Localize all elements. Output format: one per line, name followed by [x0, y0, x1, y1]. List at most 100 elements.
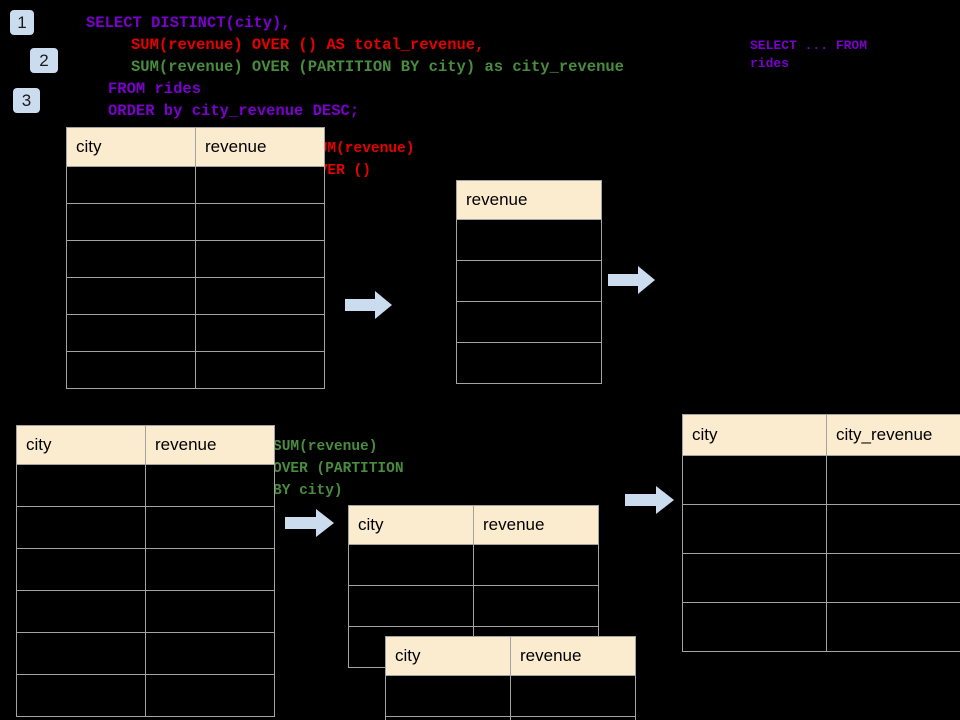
table-row	[16, 632, 275, 675]
column-header-city: city	[385, 636, 511, 676]
table-row	[682, 504, 960, 554]
cell-revenue	[195, 166, 325, 204]
cell-revenue	[145, 590, 275, 633]
column-header-city-revenue: city_revenue	[826, 414, 960, 456]
cell-city	[66, 240, 196, 278]
column-header-revenue: revenue	[510, 636, 636, 676]
column-header-city: city	[66, 127, 196, 167]
table-header-row: city revenue	[385, 636, 636, 676]
table-row	[16, 464, 275, 507]
cell-city	[66, 314, 196, 352]
cell-revenue	[473, 585, 599, 627]
table-row	[66, 166, 325, 204]
column-header-city: city	[682, 414, 827, 456]
cell-revenue	[195, 203, 325, 241]
step-badge-2[interactable]: 2	[30, 48, 58, 73]
sql-line-sum-over-empty: SUM(revenue) OVER () AS total_revenue,	[131, 36, 485, 54]
cell-revenue	[195, 240, 325, 278]
table-row	[66, 240, 325, 278]
table-header-row: city revenue	[348, 505, 599, 545]
sql-line-select-distinct: SELECT DISTINCT(city),	[86, 14, 291, 32]
cell-city	[66, 277, 196, 315]
table-row	[456, 219, 602, 261]
cell-city	[16, 590, 146, 633]
cell-city-revenue	[826, 504, 960, 554]
sql-line-sum-over-partition: SUM(revenue) OVER (PARTITION BY city) as…	[131, 58, 624, 76]
arrow-right-icon	[285, 508, 335, 538]
cell-city	[66, 351, 196, 389]
table-row	[348, 585, 599, 627]
table-row	[456, 260, 602, 302]
cell-city	[66, 166, 196, 204]
table-partition-group-2: city revenue	[385, 636, 636, 720]
cell-revenue	[195, 351, 325, 389]
cell-city	[348, 585, 474, 627]
table-header-row: city revenue	[66, 127, 325, 167]
column-header-city: city	[16, 425, 146, 465]
table-row	[682, 553, 960, 603]
cell-revenue	[456, 219, 602, 261]
table-row	[348, 544, 599, 586]
table-row	[66, 277, 325, 315]
cell-city	[16, 632, 146, 675]
column-header-revenue: revenue	[195, 127, 325, 167]
column-header-revenue: revenue	[473, 505, 599, 545]
table-header-row: revenue	[456, 180, 602, 220]
annotation-sum-over-partition: SUM(revenue) OVER (PARTITION BY city)	[273, 439, 404, 500]
cell-city-revenue	[826, 553, 960, 603]
cell-city	[682, 602, 827, 652]
table-row	[66, 351, 325, 389]
annotation-select-from-rides: SELECT ... FROM rides	[750, 38, 868, 72]
cell-city	[16, 506, 146, 549]
table-row	[456, 342, 602, 384]
cell-city	[16, 548, 146, 591]
cell-revenue	[145, 632, 275, 675]
column-header-city: city	[348, 505, 474, 545]
cell-city	[682, 504, 827, 554]
sql-line-order-by: ORDER by city_revenue DESC;	[108, 102, 360, 120]
table-row	[682, 455, 960, 505]
cell-revenue	[145, 464, 275, 507]
arrow-right-icon	[625, 485, 675, 515]
column-header-revenue: revenue	[456, 180, 602, 220]
cell-city	[66, 203, 196, 241]
table-total-revenue: revenue	[456, 180, 602, 384]
table-row	[66, 203, 325, 241]
table-city-revenue-result: city city_revenue	[682, 414, 960, 652]
table-row	[385, 716, 636, 720]
table-rides-source-bottom: city revenue	[16, 425, 275, 717]
cell-city	[348, 544, 474, 586]
cell-revenue	[473, 544, 599, 586]
cell-city	[16, 674, 146, 717]
table-row	[16, 548, 275, 591]
table-row	[16, 590, 275, 633]
cell-revenue	[145, 674, 275, 717]
sql-line-from-rides: FROM rides	[108, 80, 202, 98]
table-header-row: city city_revenue	[682, 414, 960, 456]
cell-revenue	[195, 277, 325, 315]
cell-city-revenue	[826, 455, 960, 505]
arrow-right-icon	[345, 290, 393, 320]
table-row	[682, 602, 960, 652]
cell-revenue	[145, 506, 275, 549]
cell-revenue	[456, 301, 602, 343]
column-header-revenue: revenue	[145, 425, 275, 465]
table-rides-source-top: city revenue	[66, 127, 325, 389]
table-row	[456, 301, 602, 343]
cell-city	[682, 553, 827, 603]
table-row	[16, 506, 275, 549]
step-badge-3[interactable]: 3	[13, 88, 40, 113]
table-row	[16, 674, 275, 717]
step-badge-1[interactable]: 1	[10, 10, 34, 35]
cell-revenue	[195, 314, 325, 352]
cell-city	[682, 455, 827, 505]
cell-city	[16, 464, 146, 507]
arrow-right-icon	[608, 265, 656, 295]
cell-revenue	[510, 675, 636, 717]
table-row	[66, 314, 325, 352]
cell-city-revenue	[826, 602, 960, 652]
cell-city	[385, 675, 511, 717]
cell-city	[385, 716, 511, 720]
table-row	[385, 675, 636, 717]
